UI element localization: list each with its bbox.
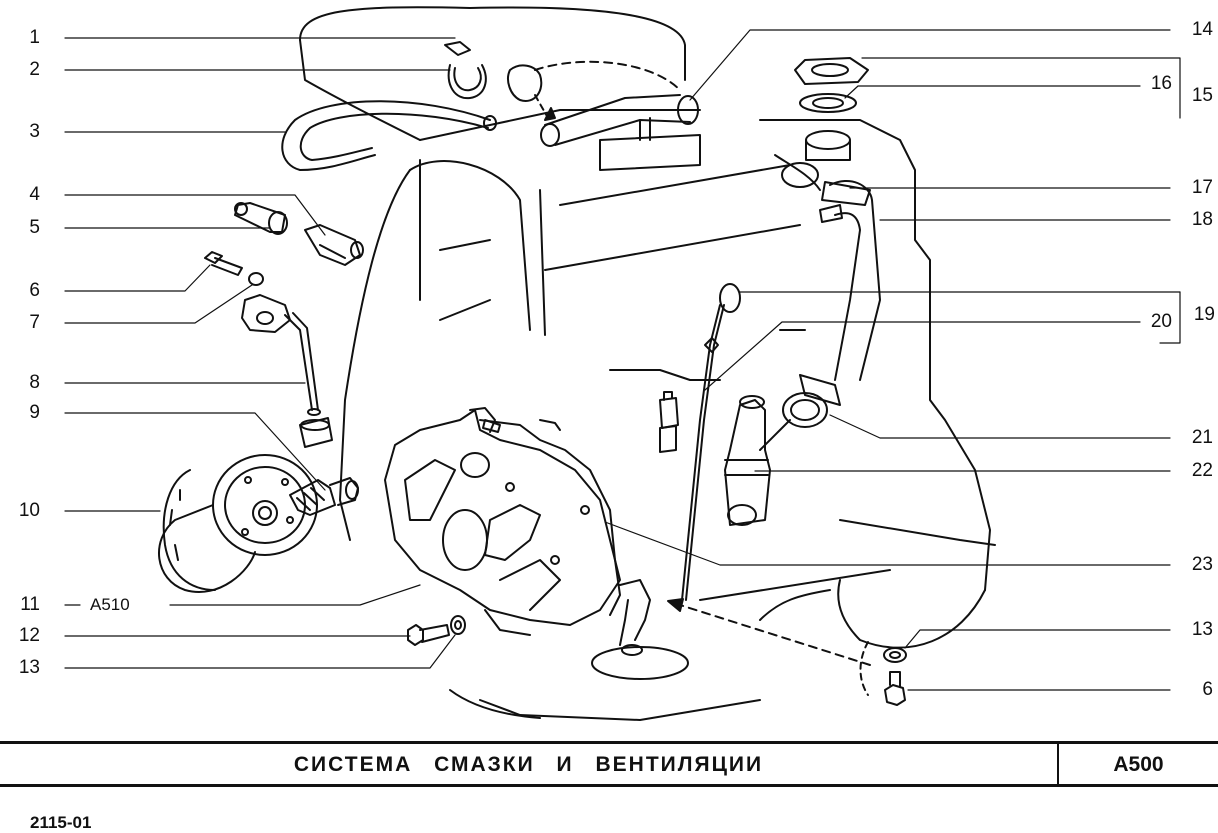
breather-pipe [774, 154, 881, 381]
bolt-6 [204, 251, 264, 286]
oil-pickup [591, 579, 689, 680]
assembly-path-14 [534, 60, 681, 91]
oil-separator [724, 374, 841, 526]
callout-13-left: 13 [18, 657, 40, 678]
callout-9: 9 [29, 402, 40, 423]
callout-5: 5 [29, 217, 40, 238]
callout-12: 12 [18, 625, 40, 646]
callout-17: 17 [1191, 177, 1213, 198]
callout-19: 19 [1193, 304, 1215, 325]
breather-hose-3 [281, 100, 497, 171]
callout-8: 8 [29, 372, 40, 393]
callout-21: 21 [1191, 427, 1213, 448]
leader-lines-right [604, 29, 1181, 691]
callout-10: 10 [18, 500, 40, 521]
callout-20: 20 [1150, 311, 1172, 332]
callout-16: 16 [1150, 73, 1172, 94]
callout-1: 1 [29, 27, 40, 48]
dipstick [681, 283, 741, 601]
callout-14: 14 [1191, 19, 1213, 40]
assembly-path-drain [679, 604, 871, 666]
dipstick-guide [659, 391, 679, 453]
callout-15: 15 [1191, 85, 1213, 106]
diagram-title: СИСТЕМА СМАЗКИ И ВЕНТИЛЯЦИИ [293, 753, 764, 776]
title-divider [1057, 744, 1059, 784]
callout-11-reference: A510 [90, 595, 130, 614]
bolt-12 [407, 615, 466, 646]
hose-14 [507, 64, 699, 147]
diagram-code: A500 [1113, 753, 1164, 776]
engine-block-outline [299, 6, 996, 721]
drawing-number: 2115-01 [30, 813, 92, 832]
callout-13-right: 13 [1191, 619, 1213, 640]
sensor-bracket [241, 294, 333, 448]
oil-pressure-sensor [234, 202, 364, 266]
hose-clamp-2 [444, 41, 487, 100]
filter-fitting [289, 477, 359, 516]
callout-6-right: 6 [1202, 679, 1213, 700]
callout-18: 18 [1191, 209, 1213, 230]
callout-7: 7 [29, 312, 40, 333]
title-bar: СИСТЕМА СМАЗКИ И ВЕНТИЛЯЦИИ A500 [0, 741, 1218, 787]
callout-22: 22 [1191, 460, 1213, 481]
drain-plug [859, 641, 907, 706]
leader-lines-left [64, 37, 456, 669]
engine-lubrication-diagram [64, 6, 1181, 721]
callout-23: 23 [1191, 554, 1213, 575]
callout-6: 6 [29, 280, 40, 301]
callout-3: 3 [29, 121, 40, 142]
callout-2: 2 [29, 59, 40, 80]
callout-4: 4 [29, 184, 40, 205]
oil-filter [158, 454, 318, 593]
filler-cap-16 [794, 57, 869, 161]
callout-11: 11 [20, 594, 40, 615]
oil-pump-housing [384, 407, 621, 636]
